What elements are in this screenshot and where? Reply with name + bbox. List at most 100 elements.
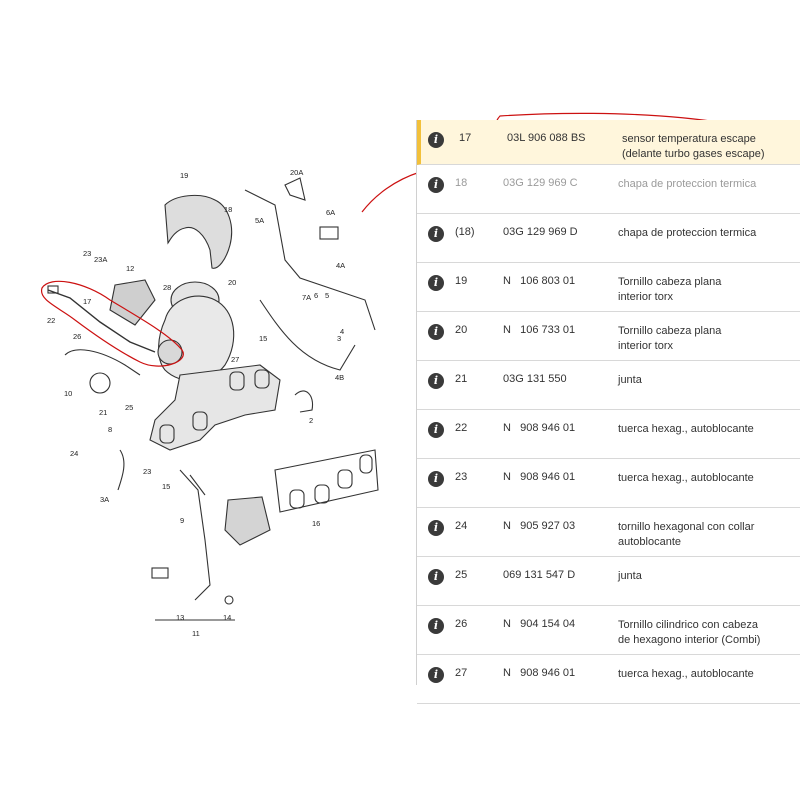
- parts-row[interactable]: i 22 N 908 946 01 tuerca hexag., autoblo…: [417, 410, 800, 459]
- part-description: Tornillo cilindrico con cabeza de hexago…: [618, 619, 761, 646]
- info-icon[interactable]: i: [428, 177, 444, 193]
- diagram-label-6: 6: [314, 291, 318, 300]
- clip-2: [294, 390, 314, 413]
- diagram-label-9: 9: [180, 516, 184, 525]
- part-number: 03G 129 969 C: [503, 177, 578, 189]
- info-icon[interactable]: i: [428, 520, 444, 536]
- parts-row[interactable]: i 19 N 106 803 01 Tornillo cabeza plana …: [417, 263, 800, 312]
- coolant-pipe: [117, 449, 125, 491]
- parts-row[interactable]: i 17 03L 906 088 BS sensor temperatura e…: [417, 120, 800, 165]
- diagram-label-15: 15: [162, 482, 170, 491]
- part-number: N 908 946 01: [503, 471, 576, 483]
- parts-row[interactable]: i 20 N 106 733 01 Tornillo cabeza plana …: [417, 312, 800, 361]
- position-number: 18: [455, 177, 468, 189]
- manifold-gasket: [274, 449, 379, 513]
- position-number: 21: [455, 373, 468, 385]
- diagram-label-20a: 20A: [290, 168, 303, 177]
- diagram-label-16: 16: [312, 519, 320, 528]
- info-icon[interactable]: i: [428, 422, 444, 438]
- diagram-label-5a: 5A: [255, 216, 264, 225]
- diagram-label-20: 20: [228, 278, 236, 287]
- diagram-label-14: 14: [223, 613, 231, 622]
- gasket-21: [89, 372, 111, 394]
- heat-plate: [224, 496, 271, 546]
- parts-row[interactable]: i 23 N 908 946 01 tuerca hexag., autoblo…: [417, 459, 800, 508]
- info-icon[interactable]: i: [428, 324, 444, 340]
- info-icon[interactable]: i: [428, 226, 444, 242]
- info-icon[interactable]: i: [428, 569, 444, 585]
- gasket-port: [359, 454, 373, 474]
- table-divider: [416, 120, 417, 685]
- position-number: 23: [455, 471, 468, 483]
- info-icon[interactable]: i: [428, 667, 444, 683]
- parts-row[interactable]: i 27 N 908 946 01 tuerca hexag., autoblo…: [417, 655, 800, 704]
- diagram-label-5: 5: [325, 291, 329, 300]
- manifold-port: [254, 369, 270, 389]
- parts-row[interactable]: i (18) 03G 129 969 D chapa de proteccion…: [417, 214, 800, 263]
- diagram-label-4a: 4A: [336, 261, 345, 270]
- diagram-label-10: 10: [64, 389, 72, 398]
- oil-return-pipe: [179, 469, 211, 601]
- part-number: 03G 131 550: [503, 373, 567, 385]
- oil-supply-pipe: [244, 189, 376, 331]
- parts-row[interactable]: i 18 03G 129 969 C chapa de proteccion t…: [417, 165, 800, 214]
- diagram-label-2: 2: [309, 416, 313, 425]
- gasket-port: [337, 469, 353, 489]
- diagram-label-4: 4: [340, 327, 344, 336]
- pipe-9-lower: [189, 474, 206, 496]
- diagram-label-12: 12: [126, 264, 134, 273]
- gasket-port: [289, 489, 305, 509]
- diagram-label-6a: 6A: [326, 208, 335, 217]
- position-number: 20: [455, 324, 468, 336]
- info-icon[interactable]: i: [428, 275, 444, 291]
- part-description: Tornillo cabeza plana interior torx: [618, 276, 722, 303]
- info-icon[interactable]: i: [428, 618, 444, 634]
- diagram-label-23: 23: [143, 467, 151, 476]
- part-number: N 904 154 04: [503, 618, 576, 630]
- position-number: 25: [455, 569, 468, 581]
- part-number: 03L 906 088 BS: [507, 132, 586, 144]
- info-icon[interactable]: i: [428, 373, 444, 389]
- exhaust-manifold: [149, 364, 281, 451]
- part-description: sensor temperatura escape (delante turbo…: [622, 133, 765, 160]
- part-number: N 908 946 01: [503, 422, 576, 434]
- diagram-label-23a: 23A: [94, 255, 107, 264]
- fitting-11: [151, 567, 169, 579]
- part-description: junta: [618, 570, 642, 582]
- position-number: 27: [455, 667, 468, 679]
- diagram-label-4b: 4B: [335, 373, 344, 382]
- line-4: [259, 299, 356, 371]
- seal-14: [224, 595, 234, 605]
- parts-row[interactable]: i 24 N 905 927 03 tornillo hexagonal con…: [417, 508, 800, 557]
- manifold-port: [159, 424, 175, 444]
- diagram-label-22: 22: [47, 316, 55, 325]
- info-icon[interactable]: i: [428, 471, 444, 487]
- diagram-label-7a: 7A: [302, 293, 311, 302]
- position-number: 22: [455, 422, 468, 434]
- part-description: Tornillo cabeza plana interior torx: [618, 325, 722, 352]
- parts-row[interactable]: i 26 N 904 154 04 Tornillo cilindrico co…: [417, 606, 800, 655]
- turbo-outlet: [157, 339, 183, 365]
- part-description: tuerca hexag., autoblocante: [618, 668, 754, 680]
- parts-row[interactable]: i 25 069 131 547 D junta: [417, 557, 800, 606]
- manifold-port: [229, 371, 245, 391]
- part-description: chapa de proteccion termica: [618, 178, 757, 190]
- position-number: 19: [455, 275, 468, 287]
- diagram-label-26: 26: [73, 332, 81, 341]
- part-number: N 106 733 01: [503, 324, 576, 336]
- position-number: 26: [455, 618, 468, 630]
- diagram-label-11: 11: [192, 629, 200, 638]
- info-icon[interactable]: i: [428, 132, 444, 148]
- diagram-label-24: 24: [70, 449, 78, 458]
- diagram-label-18: 18: [224, 205, 232, 214]
- part-description: junta: [618, 374, 642, 386]
- sensor-connector: [47, 285, 59, 294]
- pipe-10: [64, 349, 141, 376]
- diagram-label-8: 8: [108, 425, 112, 434]
- parts-row[interactable]: i 21 03G 131 550 junta: [417, 361, 800, 410]
- annotation-arrow-line: [361, 171, 421, 213]
- parts-table: i 17 03L 906 088 BS sensor temperatura e…: [417, 120, 800, 704]
- part-description: tuerca hexag., autoblocante: [618, 472, 754, 484]
- gasket-port: [314, 484, 330, 504]
